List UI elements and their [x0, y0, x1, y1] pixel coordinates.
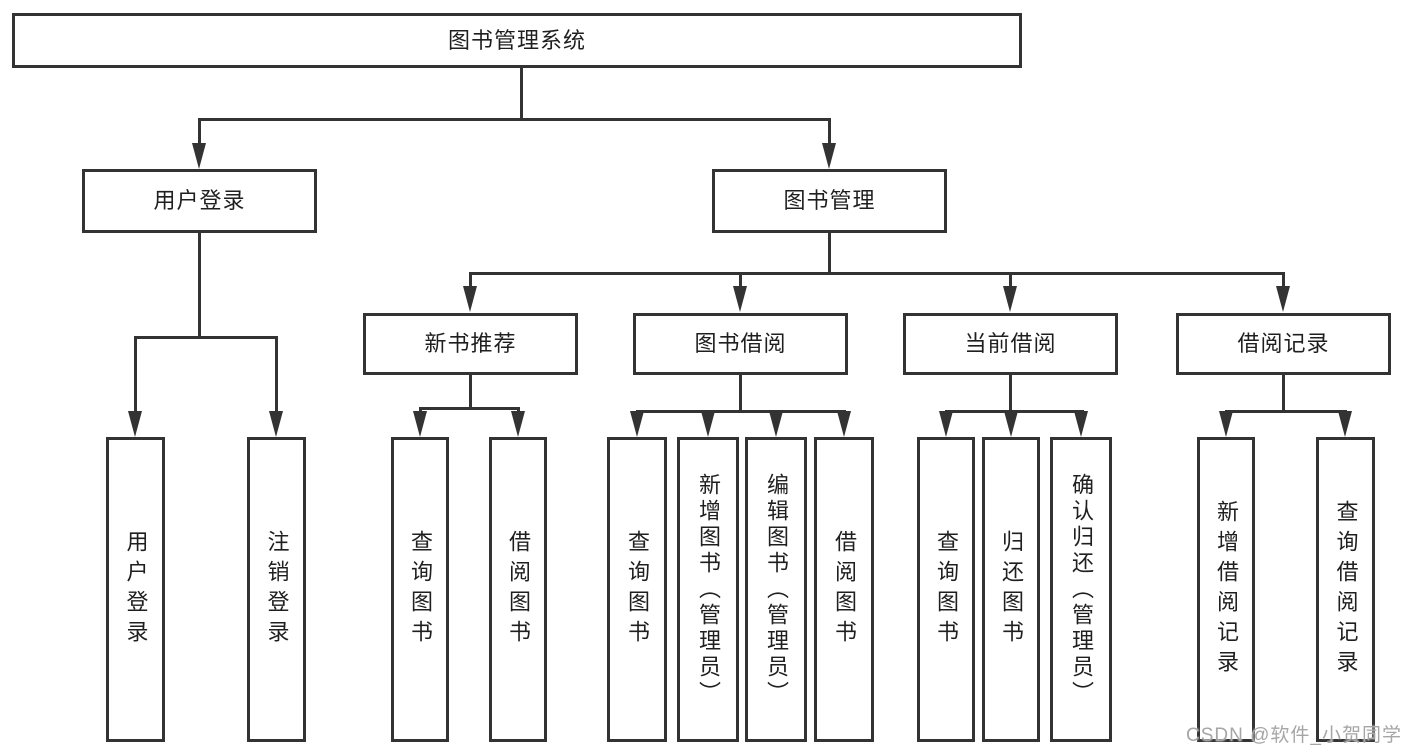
node-leaf-login: 用户登录 [106, 437, 165, 742]
connector-line [517, 407, 520, 413]
arrow-down-icon [463, 286, 477, 312]
connector-line [134, 336, 137, 413]
arrow-down-icon [630, 411, 644, 437]
arrow-down-icon [413, 411, 427, 437]
node-leaf-nbr-query-books: 查询图书 [391, 437, 449, 742]
connector-line [134, 336, 278, 339]
node-leaf-nbr-query-books-label: 查询图书 [408, 529, 433, 650]
node-leaf-logout-label: 注销登录 [264, 529, 290, 650]
arrow-down-icon [1219, 411, 1233, 437]
node-leaf-bb-edit-books-label: 编辑图书（管理员） [764, 472, 789, 707]
connector-line [1009, 272, 1012, 287]
arrow-down-icon [511, 411, 525, 437]
node-leaf-nbr-borrow-books: 借阅图书 [489, 437, 547, 742]
node-book-management: 图书管理 [712, 169, 947, 233]
node-leaf-bb-borrow-books-label: 借阅图书 [832, 529, 857, 650]
node-leaf-br-add-record-label: 新增借阅记录 [1214, 499, 1239, 680]
node-leaf-br-query-record-label: 查询借阅记录 [1333, 499, 1359, 680]
node-borrowing-records: 借阅记录 [1176, 313, 1391, 375]
node-leaf-cb-query-books: 查询图书 [917, 437, 975, 742]
node-user-login-label: 用户登录 [153, 188, 246, 213]
arrow-down-icon [837, 411, 851, 437]
node-leaf-bb-add-books: 新增图书（管理员） [677, 437, 739, 742]
node-borrowing-records-label: 借阅记录 [1237, 331, 1330, 356]
node-leaf-bb-add-books-label: 新增图书（管理员） [696, 472, 721, 707]
node-leaf-bb-edit-books: 编辑图书（管理员） [745, 437, 807, 742]
connector-line [469, 272, 1285, 275]
connector-line [419, 407, 422, 413]
node-leaf-cb-confirm-return: 确认归还（管理员） [1050, 437, 1112, 742]
node-user-login: 用户登录 [82, 169, 317, 233]
node-leaf-login-label: 用户登录 [123, 529, 149, 650]
node-leaf-cb-return-books-label: 归还图书 [999, 529, 1024, 650]
arrow-down-icon [822, 143, 836, 169]
connector-line [739, 272, 742, 287]
connector-line [739, 375, 742, 412]
arrow-down-icon [1074, 411, 1088, 437]
connector-line [828, 233, 831, 274]
node-leaf-br-add-record: 新增借阅记录 [1197, 437, 1255, 742]
node-book-borrowing: 图书借阅 [633, 313, 848, 375]
csdn-watermark: CSDN @软件_小贺同学 [1186, 725, 1402, 746]
arrow-down-icon [1003, 286, 1017, 312]
connector-line [198, 118, 201, 145]
node-leaf-logout: 注销登录 [247, 437, 306, 742]
connector-line [469, 272, 472, 287]
node-leaf-cb-confirm-return-label: 确认归还（管理员） [1069, 472, 1094, 707]
arrow-down-icon [1338, 411, 1352, 437]
node-current-borrowing-label: 当前借阅 [964, 331, 1057, 356]
node-new-book-recommend-label: 新书推荐 [424, 331, 517, 356]
arrow-down-icon [939, 411, 953, 437]
node-leaf-bb-borrow-books: 借阅图书 [814, 437, 874, 742]
arrow-down-icon [701, 411, 715, 437]
arrow-down-icon [269, 411, 283, 437]
node-leaf-cb-query-books-label: 查询图书 [934, 529, 959, 650]
connector-line [198, 233, 201, 339]
connector-line [198, 118, 831, 121]
arrow-down-icon [1276, 286, 1290, 312]
connector-line [520, 68, 523, 121]
connector-line [1009, 375, 1012, 412]
connector-line [1225, 410, 1347, 413]
node-new-book-recommend: 新书推荐 [363, 313, 578, 375]
arrow-down-icon [769, 411, 783, 437]
node-root-label: 图书管理系统 [447, 27, 586, 53]
node-leaf-nbr-borrow-books-label: 借阅图书 [506, 529, 531, 650]
node-leaf-bb-query-books: 查询图书 [607, 437, 667, 742]
arrow-down-icon [128, 411, 142, 437]
node-leaf-cb-return-books: 归还图书 [982, 437, 1040, 742]
node-book-management-label: 图书管理 [783, 188, 876, 213]
node-leaf-bb-query-books-label: 查询图书 [625, 529, 650, 650]
node-root: 图书管理系统 [12, 13, 1022, 68]
arrow-down-icon [192, 143, 206, 169]
connector-line [828, 118, 831, 145]
node-book-borrowing-label: 图书借阅 [694, 331, 787, 356]
arrow-down-icon [1004, 411, 1018, 437]
arrow-down-icon [733, 286, 747, 312]
node-current-borrowing: 当前借阅 [903, 313, 1118, 375]
connector-line [636, 410, 846, 413]
connector-line [1282, 375, 1285, 412]
connector-line [419, 407, 520, 410]
connector-line [1282, 272, 1285, 287]
node-leaf-br-query-record: 查询借阅记录 [1316, 437, 1375, 742]
connector-line [469, 375, 472, 409]
connector-line [275, 336, 278, 413]
